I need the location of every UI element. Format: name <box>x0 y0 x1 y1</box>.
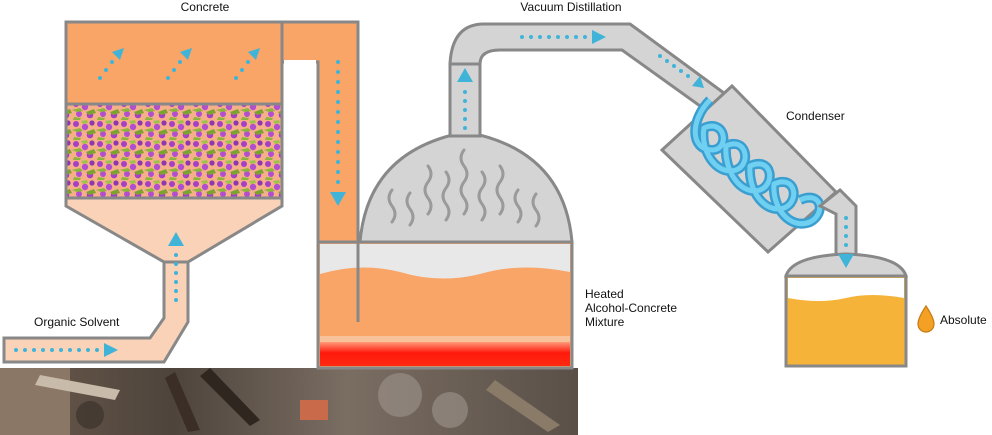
condenser <box>659 83 839 255</box>
flow-arrow-to-jar <box>838 216 854 268</box>
flow-arrow-neck-up <box>457 68 473 130</box>
flow-arrow-transfer-down <box>330 60 346 206</box>
pipe-gap <box>284 60 316 368</box>
vacuum-distillation-pipe <box>448 22 731 119</box>
label-vacuum-distillation: Vacuum Distillation <box>520 0 621 14</box>
flow-arrow-to-condenser <box>658 54 704 88</box>
collection-jar <box>783 252 909 368</box>
steam-wisps <box>387 148 541 228</box>
heated-pot <box>316 62 574 370</box>
flow-arrow-vacuum <box>520 30 606 44</box>
label-condenser: Condenser <box>786 109 845 123</box>
label-absolute: Absolute <box>940 313 987 327</box>
fire-ground-photo <box>0 368 578 435</box>
label-heated-line3: Mixture <box>585 315 625 329</box>
flow-arrow-funnel-up <box>168 232 184 302</box>
label-heated-line2: Alcohol-Concrete <box>585 301 677 315</box>
drop-icon <box>917 304 935 333</box>
label-concrete: Concrete <box>181 0 230 14</box>
flow-arrow-icon <box>14 30 854 357</box>
flow-arrow-chamber <box>98 48 260 80</box>
extraction-vessel <box>64 20 284 308</box>
condenser-outlet-pipe <box>817 187 858 260</box>
heater-element <box>320 342 570 366</box>
label-heated-line1: Heated <box>585 287 624 301</box>
flow-arrow-inlet <box>14 343 118 357</box>
solvent-inlet-pipe <box>2 260 190 364</box>
label-organic-solvent: Organic Solvent <box>34 315 120 329</box>
